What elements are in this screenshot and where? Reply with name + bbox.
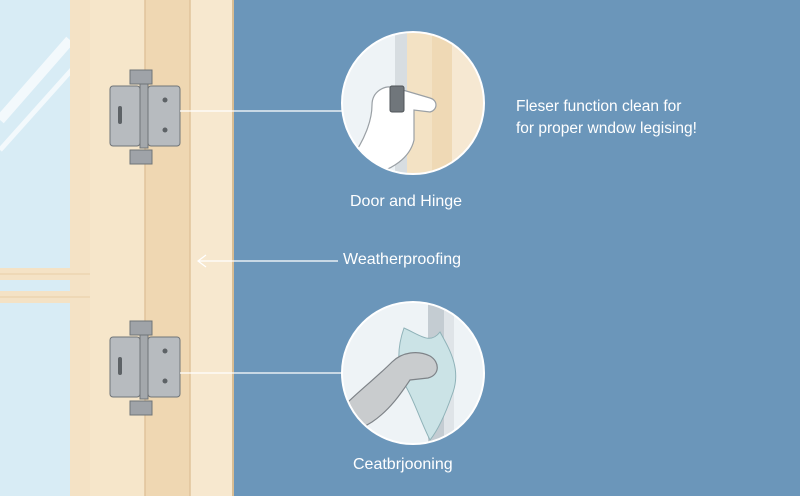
- leader-lines: [180, 110, 345, 374]
- callout-cleaning: [341, 301, 485, 445]
- caption: Fleser function clean for for proper wnd…: [516, 96, 697, 140]
- label-door-hinge: Door and Hinge: [350, 193, 463, 210]
- hinge-top: [109, 69, 181, 165]
- label-weatherproofing: Weatherproofing: [343, 251, 461, 268]
- window-frame: [0, 0, 90, 496]
- label-cleaning: Ceatbrjooning: [353, 456, 453, 473]
- door-frame: [90, 0, 234, 496]
- caption-line-1: Fleser function clean for: [516, 98, 682, 115]
- hinge-bottom: [109, 320, 181, 416]
- callout-door-hinge: [341, 31, 485, 175]
- caption-line-2: for proper wndow legising!: [516, 120, 697, 137]
